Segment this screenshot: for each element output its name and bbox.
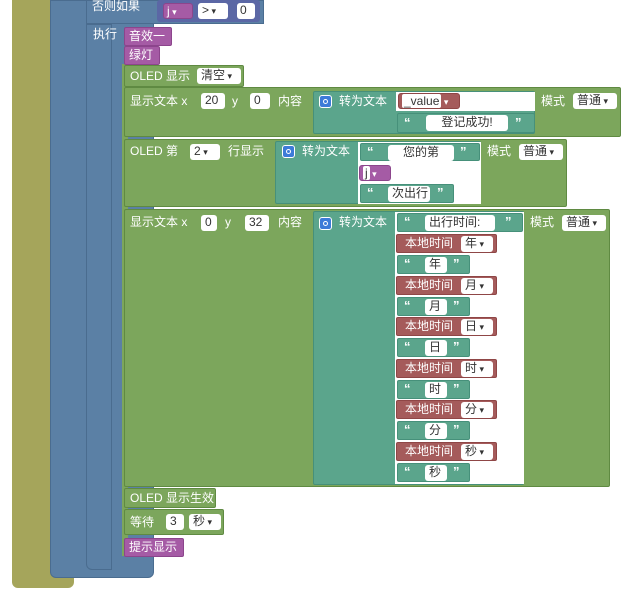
sound-block[interactable] xyxy=(124,27,172,46)
quote-open-icon: “ xyxy=(404,422,411,437)
condition-var[interactable]: j ▾ xyxy=(163,3,193,19)
oled-show-label: OLED 显示 xyxy=(130,69,191,83)
local-time-label: 本地时间 xyxy=(405,278,454,292)
exec-label: 执行 xyxy=(93,27,118,41)
unit-text-field[interactable]: 分 xyxy=(425,423,447,439)
quote-close-icon: ” xyxy=(453,381,460,396)
show-text-content-label-1: 内容 xyxy=(278,94,303,108)
quote-close-icon: ” xyxy=(453,464,460,479)
quote-open-icon: “ xyxy=(404,464,411,479)
quote-open-icon: “ xyxy=(404,339,411,354)
mode-dropdown-2[interactable]: 普通 ▾ xyxy=(519,144,563,160)
to-text-label-2: 转为文本 xyxy=(302,144,351,158)
quote-open-icon: “ xyxy=(404,298,411,313)
text-trip-time-field[interactable]: 出行时间: xyxy=(425,215,495,231)
quote-open-icon: “ xyxy=(367,144,374,159)
quote-close-icon: ” xyxy=(460,144,467,159)
value-variable[interactable]: _value ▾ xyxy=(398,93,460,109)
execute-body[interactable] xyxy=(86,24,112,570)
show-text-y-label-2: y xyxy=(225,215,231,229)
local-time-unit-dropdown[interactable]: 分 ▾ xyxy=(461,402,493,418)
oled-line-label-b: 行显示 xyxy=(228,144,265,158)
text-your-nth-field[interactable]: 您的第 xyxy=(388,145,454,161)
mode-dropdown-1[interactable]: 普通 ▾ xyxy=(573,93,617,109)
local-time-unit-dropdown[interactable]: 年 ▾ xyxy=(461,236,493,252)
mode-label-1: 模式 xyxy=(541,94,566,108)
mode-label-3: 模式 xyxy=(530,215,555,229)
mode-label-2: 模式 xyxy=(487,144,512,158)
quote-open-icon: “ xyxy=(367,185,374,200)
local-time-label: 本地时间 xyxy=(405,319,454,333)
local-time-label: 本地时间 xyxy=(405,444,454,458)
quote-close-icon: ” xyxy=(453,256,460,271)
condition-value[interactable]: 0 xyxy=(237,3,255,19)
wait-value-field[interactable]: 3 xyxy=(166,514,184,530)
wait-label: 等待 xyxy=(130,515,155,529)
local-time-label: 本地时间 xyxy=(405,402,454,416)
gear-icon[interactable] xyxy=(282,145,295,158)
prompt-show-block[interactable] xyxy=(124,538,184,557)
show-text-x-field-1[interactable]: 20 xyxy=(201,93,225,109)
oled-line-dropdown[interactable]: 2 ▾ xyxy=(190,144,220,160)
show-text-y-label-1: y xyxy=(232,94,238,108)
unit-text-field[interactable]: 年 xyxy=(425,257,447,273)
show-text-content-label-2: 内容 xyxy=(278,215,303,229)
show-text-label-1: 显示文本 x xyxy=(130,94,188,108)
quote-open-icon: “ xyxy=(404,256,411,271)
local-time-unit-dropdown[interactable]: 秒 ▾ xyxy=(461,444,493,460)
show-text-x-field-2[interactable]: 0 xyxy=(201,215,217,231)
show-text-y-field-2[interactable]: 32 xyxy=(245,215,269,231)
quote-close-icon: ” xyxy=(453,339,460,354)
text-trips-field[interactable]: 次出行 xyxy=(388,186,430,202)
quote-close-icon: ” xyxy=(453,298,460,313)
wait-unit-dropdown[interactable]: 秒 ▾ xyxy=(189,514,221,530)
oled-effect-block[interactable] xyxy=(124,488,216,508)
quote-close-icon: ” xyxy=(453,422,460,437)
quote-open-icon: “ xyxy=(404,381,411,396)
quote-open-icon: “ xyxy=(404,214,411,229)
local-time-label: 本地时间 xyxy=(405,236,454,250)
unit-text-field[interactable]: 月 xyxy=(425,299,447,315)
gear-icon[interactable] xyxy=(319,217,332,230)
outer-loop-inner-gap xyxy=(28,0,50,576)
to-text-label-3: 转为文本 xyxy=(339,215,388,229)
gear-icon[interactable] xyxy=(319,95,332,108)
show-text-y-field-1[interactable]: 0 xyxy=(250,93,270,109)
unit-text-field[interactable]: 秒 xyxy=(425,465,447,481)
oled-line-label-a: OLED 第 xyxy=(130,144,179,158)
green-light-block[interactable] xyxy=(124,46,160,65)
unit-text-field[interactable]: 日 xyxy=(425,340,447,356)
j-variable[interactable]: j ▾ xyxy=(359,165,391,181)
condition-operator[interactable]: > ▾ xyxy=(198,3,228,19)
mode-dropdown-3[interactable]: 普通 ▾ xyxy=(562,215,606,231)
oled-effect-label: OLED 显示生效 xyxy=(130,491,215,505)
quote-close-icon: ” xyxy=(505,214,512,229)
quote-open-icon: “ xyxy=(404,115,411,130)
unit-text-field[interactable]: 时 xyxy=(425,382,447,398)
green-light-label: 绿灯 xyxy=(129,48,154,62)
prompt-show-label: 提示显示 xyxy=(129,540,178,554)
show-text-label-2: 显示文本 x xyxy=(130,215,188,229)
text-success-field[interactable]: 登记成功! xyxy=(426,115,508,131)
local-time-unit-dropdown[interactable]: 日 ▾ xyxy=(461,319,493,335)
local-time-unit-dropdown[interactable]: 月 ▾ xyxy=(461,278,493,294)
quote-close-icon: ” xyxy=(437,185,444,200)
oled-show-dropdown[interactable]: 清空 ▾ xyxy=(197,68,241,84)
sound-label: 音效一 xyxy=(129,29,166,43)
local-time-unit-dropdown[interactable]: 时 ▾ xyxy=(461,361,493,377)
quote-close-icon: ” xyxy=(515,115,522,130)
to-text-label-1: 转为文本 xyxy=(339,94,388,108)
else-if-label: 否则如果 xyxy=(92,0,141,13)
local-time-label: 本地时间 xyxy=(405,361,454,375)
